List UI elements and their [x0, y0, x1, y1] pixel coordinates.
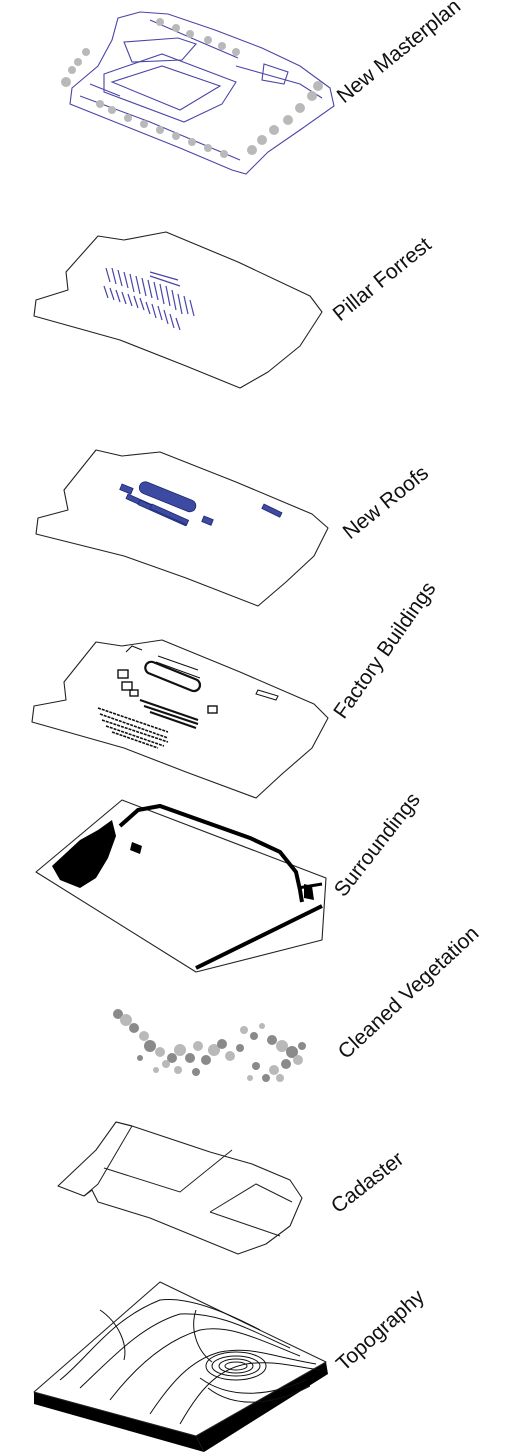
layer-label-new-roofs: New Roofs [339, 461, 433, 544]
layer-new-masterplan: New Masterplan [61, 0, 465, 174]
layer-label-pillar-forrest: Pillar Forrest [329, 233, 436, 326]
layer-new-roofs: New Roofs [36, 450, 433, 606]
layer-surroundings: Surroundings [36, 788, 425, 972]
layer-topography: Topography [34, 1282, 429, 1452]
layer-label-cadaster: Cadaster [327, 1147, 408, 1218]
layer-label-cleaned-vegetation: Cleaned Vegetation [334, 922, 484, 1064]
layer-label-new-masterplan: New Masterplan [333, 0, 465, 108]
layer-label-factory-buildings: Factory Buildings [329, 578, 440, 723]
vegetation-cluster [113, 1009, 306, 1082]
layer-label-surroundings: Surroundings [330, 788, 425, 901]
layer-factory-buildings: Factory Buildings [32, 578, 440, 798]
layer-pillar-forrest: Pillar Forrest [34, 232, 436, 388]
layer-cadaster: Cadaster [58, 1122, 408, 1254]
layer-label-topography: Topography [332, 1285, 429, 1376]
